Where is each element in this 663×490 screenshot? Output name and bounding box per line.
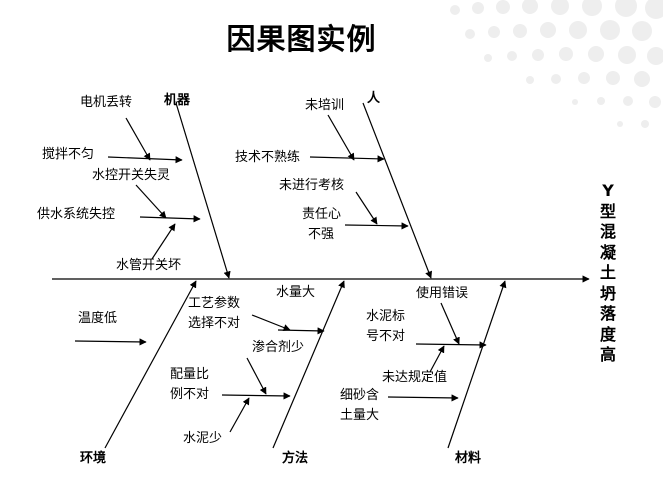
effect-label: Y型混凝土坍落度高 <box>599 181 616 364</box>
cause-label: 电机丢转 <box>80 95 133 110</box>
cause-label-line: 选择不对 <box>188 316 241 331</box>
arrow-not-spec <box>429 345 445 373</box>
cause-label: 水控开关失灵 <box>92 168 171 183</box>
cause-label: 技术不熟练 <box>235 150 301 165</box>
cause-label-line: 责任心 <box>302 207 342 222</box>
arrow-cement-label <box>415 341 487 349</box>
arrow-no-assessment <box>355 191 378 225</box>
bone-material <box>447 280 507 449</box>
cause-label: 工艺参数 选择不对 <box>188 294 240 334</box>
cause-label: 配量比 例不对 <box>170 365 209 405</box>
cause-label-line: 土量大 <box>340 408 380 423</box>
arrow-process <box>251 314 291 331</box>
arrow-skill <box>309 155 385 163</box>
bone-environment <box>104 280 197 449</box>
arrow-motor <box>125 117 151 161</box>
cause-label: 水泥少 <box>183 431 223 446</box>
arrow-cement-less <box>229 397 250 433</box>
category-label-environment: 环境 <box>80 451 107 466</box>
arrow-responsibility <box>344 222 409 230</box>
bone-machine <box>175 102 231 279</box>
cause-label-line: 工艺参数 <box>188 296 241 311</box>
cause-label-line: 例不对 <box>170 387 210 402</box>
category-label-person: 人 <box>367 91 381 106</box>
arrow-water-switch <box>135 184 167 219</box>
category-label-material: 材料 <box>455 451 482 466</box>
arrow-pipe-switch <box>151 223 176 260</box>
arrow-ratio <box>221 392 291 400</box>
cause-label: 未进行考核 <box>279 178 345 193</box>
cause-label-line: 水泥标 <box>366 309 406 324</box>
cause-label: 细砂含 土量大 <box>340 386 379 426</box>
page-title: 因果图实例 <box>226 22 377 56</box>
arrow-low-temp <box>74 338 147 346</box>
cause-label-line: 不强 <box>308 227 335 242</box>
cause-label-line: 细砂含 <box>340 388 380 403</box>
bone-person <box>362 102 433 279</box>
cause-label: 使用错误 <box>416 286 469 301</box>
cause-label-line: 号不对 <box>366 329 406 344</box>
cause-label: 责任心 不强 <box>302 205 341 245</box>
arrow-sand <box>387 394 459 402</box>
cause-label: 温度低 <box>78 311 118 326</box>
arrow-admixture <box>246 357 267 395</box>
bone-method <box>272 280 345 449</box>
cause-label: 搅拌不匀 <box>42 147 95 162</box>
category-label-method: 方法 <box>282 451 309 466</box>
cause-label: 渗合剂少 <box>252 340 305 355</box>
arrow-untrained <box>327 114 355 161</box>
cause-label: 未培训 <box>305 98 345 113</box>
cause-label: 未达规定值 <box>382 370 448 385</box>
cause-label: 水泥标 号不对 <box>366 307 405 347</box>
arrow-misuse <box>440 302 460 345</box>
cause-label: 供水系统失控 <box>37 207 116 222</box>
cause-label-line: 配量比 <box>170 367 210 382</box>
arrow-water-much <box>277 327 325 335</box>
category-label-machine: 机器 <box>164 93 191 108</box>
cause-label: 水量大 <box>276 285 316 300</box>
cause-label: 水管开关坏 <box>116 258 182 273</box>
arrow-water-supply <box>139 215 201 223</box>
arrow-stirring <box>107 156 183 164</box>
